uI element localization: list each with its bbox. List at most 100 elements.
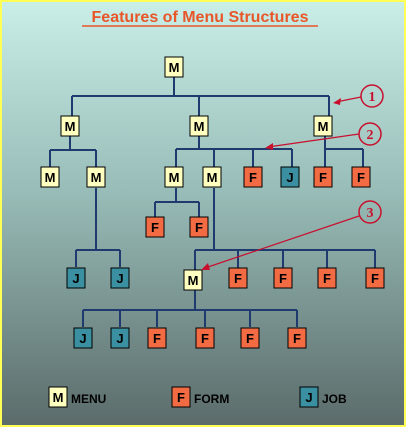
form-node-letter: F — [357, 170, 365, 185]
legend-menu-swatch — [48, 386, 68, 408]
job-node-box — [110, 327, 130, 349]
legend: M MENU F FORM J JOB — [48, 386, 347, 408]
form-node-box — [189, 216, 209, 238]
job-node-letter: J — [286, 170, 293, 185]
menu-node: M — [202, 166, 222, 188]
callout-2: 2 — [265, 122, 382, 150]
legend-menu-letter: M — [53, 390, 64, 405]
form-node-letter: F — [323, 271, 331, 286]
tree-connectors — [49, 76, 376, 327]
legend-job-swatch — [299, 386, 319, 408]
menu-node-letter: M — [91, 170, 102, 185]
form-node-box — [195, 327, 215, 349]
form-node-box — [287, 327, 307, 349]
form-node: F — [145, 216, 165, 238]
legend-form-swatch — [171, 386, 191, 408]
form-node-box — [365, 267, 385, 289]
callout-1-number: 1 — [369, 90, 376, 105]
form-node-box — [273, 267, 293, 289]
form-node-box — [228, 267, 248, 289]
form-node-box — [147, 327, 167, 349]
form-node: F — [240, 327, 260, 349]
form-node-letter: F — [234, 271, 242, 286]
form-node: F — [365, 267, 385, 289]
callout-3-number: 3 — [367, 206, 374, 221]
job-node: J — [280, 166, 300, 188]
job-node-letter: J — [79, 331, 86, 346]
diagram-title: Features of Menu Structures — [92, 9, 309, 26]
legend-form-label: FORM — [194, 392, 229, 406]
menu-node-letter: M — [65, 119, 76, 134]
menu-node: M — [40, 166, 60, 188]
form-node: F — [351, 166, 371, 188]
form-node: F — [189, 216, 209, 238]
menu-node: M — [164, 166, 184, 188]
menu-node-letter: M — [169, 170, 180, 185]
form-node-box — [240, 327, 260, 349]
form-node-box — [243, 166, 263, 188]
menu-node-box — [202, 166, 222, 188]
form-node: F — [195, 327, 215, 349]
callout-2-number: 2 — [367, 128, 374, 143]
job-node: J — [73, 327, 93, 349]
menu-node-box — [86, 166, 106, 188]
menu-node-letter: M — [318, 119, 329, 134]
form-node: F — [228, 267, 248, 289]
menu-node-letter: M — [194, 119, 205, 134]
menu-node: M — [86, 166, 106, 188]
form-node: F — [243, 166, 263, 188]
menu-node: M — [313, 115, 333, 137]
form-node-letter: F — [293, 331, 301, 346]
form-node-letter: F — [195, 220, 203, 235]
form-node-letter: F — [249, 170, 257, 185]
job-node: J — [66, 267, 86, 289]
root-menu-node: M — [164, 56, 184, 78]
form-node-letter: F — [246, 331, 254, 346]
callout-3: 3 — [201, 200, 382, 270]
menu-node-box — [60, 115, 80, 137]
tree-nodes: M M M M M M M M F J F F F F J J M F F F F J J F F F F — [40, 56, 385, 349]
callout-1: 1 — [333, 84, 384, 108]
legend-form-letter: F — [177, 390, 185, 405]
root-menu-node-box — [164, 56, 184, 78]
menu-node: M — [189, 115, 209, 137]
job-node-letter: J — [116, 271, 123, 286]
menu-node-box — [313, 115, 333, 137]
job-node-box — [66, 267, 86, 289]
menu-node-letter: M — [188, 273, 199, 288]
legend-menu-label: MENU — [71, 392, 106, 406]
job-node-letter: J — [116, 331, 123, 346]
menu-node-box — [183, 269, 203, 291]
menu-node-box — [189, 115, 209, 137]
form-node-letter: F — [279, 271, 287, 286]
job-node-box — [73, 327, 93, 349]
form-node-letter: F — [151, 220, 159, 235]
menu-node-box — [164, 166, 184, 188]
job-node-letter: J — [72, 271, 79, 286]
form-node: F — [317, 267, 337, 289]
form-node-letter: F — [371, 271, 379, 286]
form-node-letter: F — [319, 170, 327, 185]
root-menu-node-letter: M — [169, 60, 180, 75]
form-node-box — [145, 216, 165, 238]
menu-node-box — [40, 166, 60, 188]
job-node: J — [110, 267, 130, 289]
form-node-box — [313, 166, 333, 188]
job-node-box — [110, 267, 130, 289]
form-node: F — [313, 166, 333, 188]
form-node: F — [273, 267, 293, 289]
form-node-box — [317, 267, 337, 289]
menu-node-letter: M — [207, 170, 218, 185]
form-node: F — [287, 327, 307, 349]
form-node-letter: F — [153, 331, 161, 346]
job-node: J — [110, 327, 130, 349]
legend-job-letter: J — [305, 390, 312, 405]
menu-node: M — [183, 269, 203, 291]
legend-job-label: JOB — [322, 392, 347, 406]
menu-node-letter: M — [45, 170, 56, 185]
job-node-box — [280, 166, 300, 188]
form-node-letter: F — [201, 331, 209, 346]
form-node: F — [147, 327, 167, 349]
form-node-box — [351, 166, 371, 188]
